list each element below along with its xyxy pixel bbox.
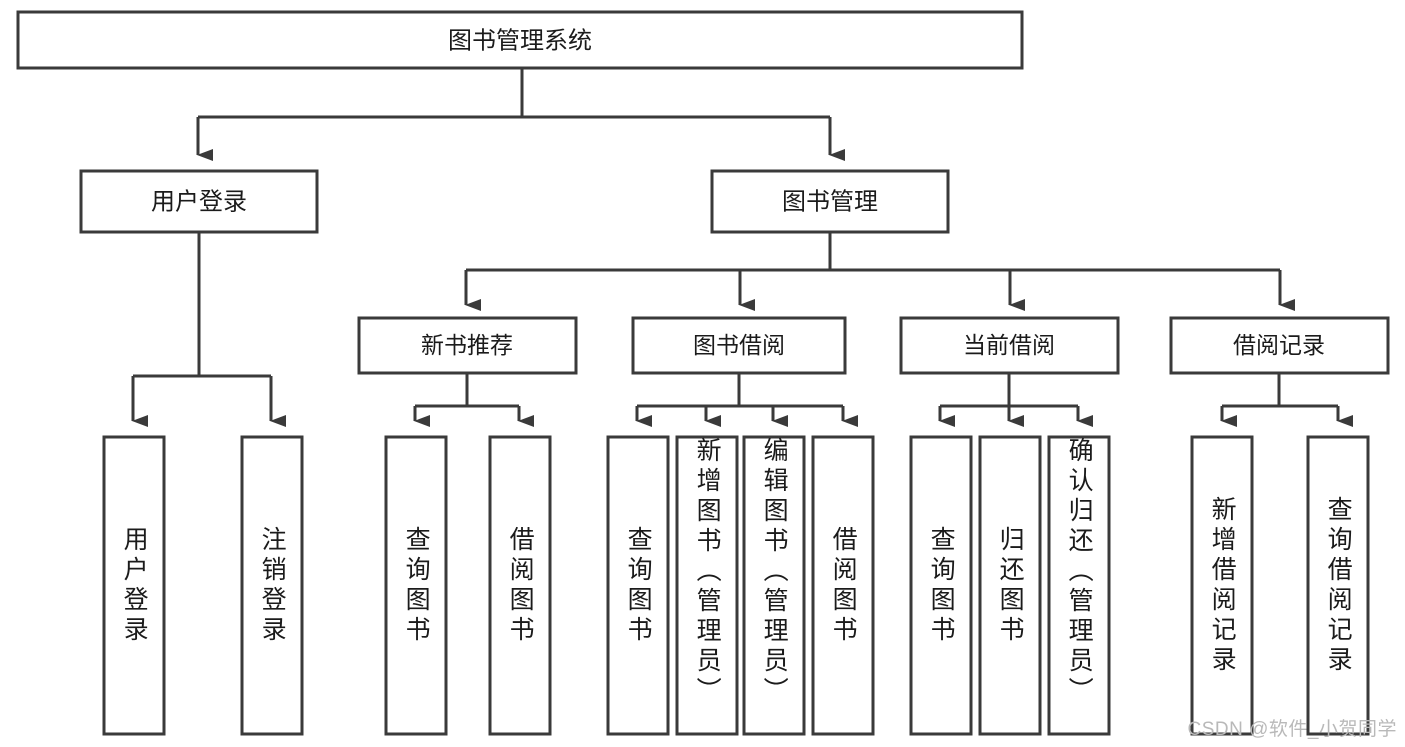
node-leaf-borrow-book-1[interactable] bbox=[488, 435, 552, 736]
node-borrow-record[interactable]: 借阅记录 bbox=[1169, 316, 1390, 375]
node-current-borrow[interactable]: 当前借阅 bbox=[899, 316, 1120, 375]
connector-bookmanage-to-level3 bbox=[464, 232, 1295, 311]
node-leaf-return-book[interactable] bbox=[978, 435, 1042, 736]
node-user-login-label: 用户登录 bbox=[151, 188, 247, 215]
node-book-manage[interactable]: 图书管理 bbox=[710, 169, 950, 234]
node-leaf-edit-book[interactable] bbox=[742, 435, 806, 736]
connector-newbook-to-leaves bbox=[413, 373, 534, 427]
node-current-borrow-label: 当前借阅 bbox=[963, 332, 1055, 358]
csdn-watermark: CSDN @软件_小贺同学 bbox=[1187, 719, 1397, 740]
node-new-book-recommend-label: 新书推荐 bbox=[421, 332, 513, 358]
node-leaf-query-book-1[interactable] bbox=[384, 435, 448, 736]
node-leaf-confirm-return[interactable] bbox=[1047, 435, 1111, 736]
connector-userlogin-to-leaves bbox=[131, 232, 286, 427]
node-leaf-query-book-3[interactable] bbox=[909, 435, 973, 736]
node-leaf-user-login[interactable] bbox=[102, 435, 166, 736]
node-leaf-add-book[interactable] bbox=[675, 435, 739, 736]
node-book-borrow-label: 图书借阅 bbox=[693, 332, 785, 358]
node-leaf-query-record[interactable] bbox=[1306, 435, 1370, 736]
node-book-manage-label: 图书管理 bbox=[782, 188, 878, 215]
node-leaf-user-logout[interactable] bbox=[240, 435, 304, 736]
node-leaf-add-record[interactable] bbox=[1190, 435, 1254, 736]
node-root-label: 图书管理系统 bbox=[448, 27, 592, 54]
node-new-book-recommend[interactable]: 新书推荐 bbox=[357, 316, 578, 375]
node-leaf-query-book-2[interactable] bbox=[606, 435, 670, 736]
node-book-borrow[interactable]: 图书借阅 bbox=[631, 316, 847, 375]
connector-currentborrow-to-leaves bbox=[938, 373, 1093, 427]
node-root[interactable]: 图书管理系统 bbox=[16, 10, 1024, 70]
connector-root-to-level2 bbox=[196, 68, 845, 161]
node-user-login[interactable]: 用户登录 bbox=[79, 169, 319, 234]
node-borrow-record-label: 借阅记录 bbox=[1233, 332, 1325, 358]
node-leaf-borrow-book-2[interactable] bbox=[811, 435, 875, 736]
connector-borrowrecord-to-leaves bbox=[1220, 373, 1353, 427]
connector-bookborrow-to-leaves bbox=[635, 373, 858, 427]
